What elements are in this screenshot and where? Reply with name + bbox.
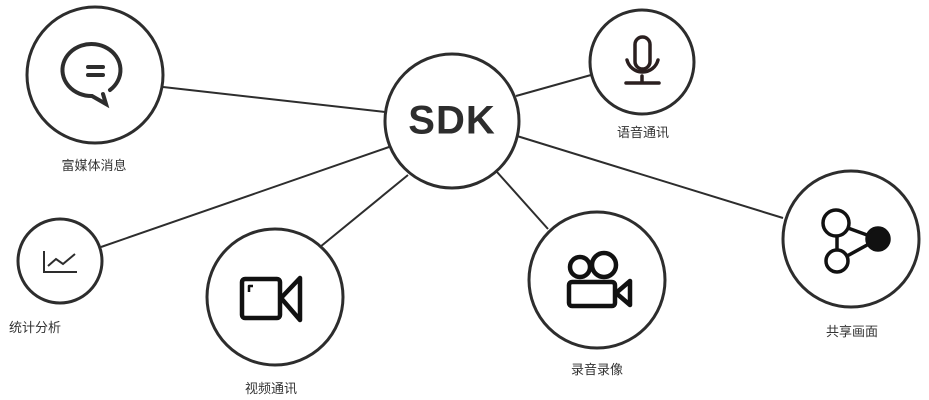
video-camera-icon bbox=[239, 275, 303, 323]
label-rich-media: 富媒体消息 bbox=[61, 159, 127, 174]
label-voice: 语音通讯 bbox=[616, 126, 670, 141]
label-screen-share: 共享画面 bbox=[825, 325, 879, 340]
label-stats: 统计分析 bbox=[8, 321, 62, 336]
edge-voice bbox=[515, 74, 592, 97]
label-recording: 录音录像 bbox=[570, 363, 624, 378]
microphone-icon bbox=[624, 35, 661, 85]
edge-screen-share bbox=[516, 135, 784, 219]
node-video bbox=[205, 227, 345, 367]
edge-stats bbox=[100, 146, 390, 248]
node-voice bbox=[588, 8, 696, 116]
edge-recording bbox=[496, 171, 549, 230]
chat-bubble-icon bbox=[60, 42, 123, 109]
hub-node bbox=[383, 52, 521, 190]
edge-video bbox=[319, 174, 409, 248]
line-chart-icon bbox=[43, 251, 77, 273]
movie-camera-icon bbox=[566, 250, 633, 309]
label-video: 视频通讯 bbox=[244, 382, 298, 397]
share-icon bbox=[821, 208, 891, 274]
edge-rich-media bbox=[162, 86, 386, 113]
node-screen-share bbox=[781, 169, 921, 309]
hub-label: SDK bbox=[408, 98, 496, 143]
